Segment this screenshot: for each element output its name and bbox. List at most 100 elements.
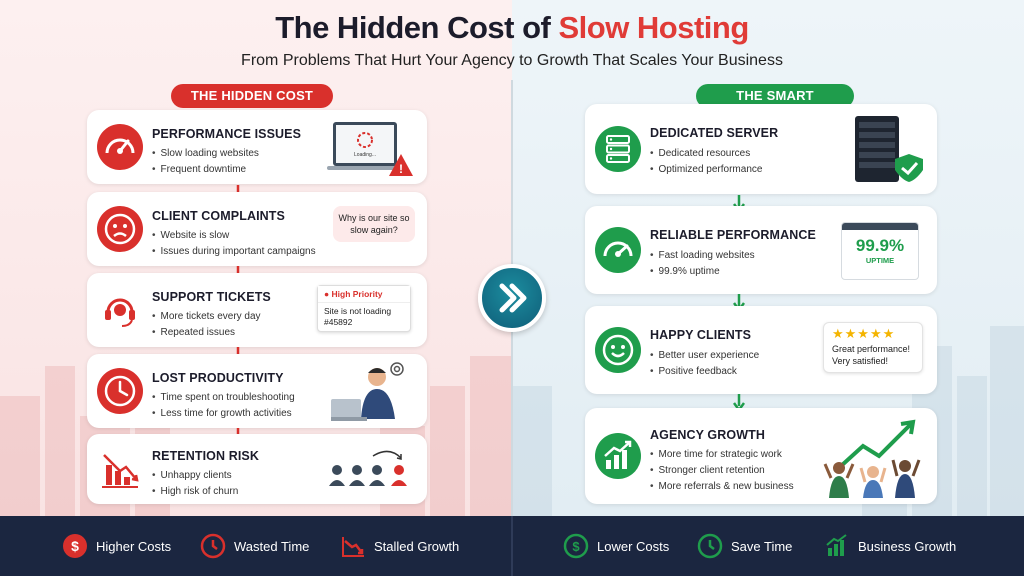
footer-save-time: Save Time: [697, 516, 792, 576]
celebrating-team-illustration: [823, 419, 921, 498]
sad-face-icon: [97, 206, 143, 252]
footer-label: Higher Costs: [96, 538, 172, 554]
card-bullets: Unhappy clients High risk of churn: [152, 468, 239, 500]
bullet: Positive feedback: [650, 364, 759, 380]
page-title-accent: Slow Hosting: [558, 10, 749, 45]
svg-text:$: $: [572, 539, 580, 554]
card-agency-growth: AGENCY GROWTH More time for strategic wo…: [585, 408, 937, 504]
bullet: More referrals & new business: [650, 479, 794, 495]
transition-button: [478, 264, 546, 332]
bullet: Frequent downtime: [152, 162, 259, 178]
footer-label: Save Time: [731, 538, 793, 554]
card-support-tickets: SUPPORT TICKETS More tickets every day R…: [87, 273, 427, 347]
card-bullets: Time spent on troubleshooting Less time …: [152, 390, 295, 422]
card-title: RETENTION RISK: [152, 449, 259, 463]
card-title: AGENCY GROWTH: [650, 428, 765, 442]
bullet: Time spent on troubleshooting: [152, 390, 295, 406]
ticket-line: Site is not loading: [324, 306, 392, 316]
card-performance-issues: PERFORMANCE ISSUES Slow loading websites…: [87, 110, 427, 184]
bullet: Better user experience: [650, 348, 760, 364]
bullet: More time for strategic work: [650, 447, 794, 463]
card-dedicated-server: DEDICATED SERVER Dedicated resources Opt…: [585, 104, 937, 194]
footer-stalled-growth: Stalled Growth: [340, 516, 459, 576]
footer-label: Stalled Growth: [374, 538, 460, 554]
card-bullets: More time for strategic work Stronger cl…: [650, 447, 794, 495]
laptop-loading-icon: Loading... !: [327, 122, 413, 176]
footer-business-growth: Business Growth: [824, 516, 956, 576]
card-bullets: Better user experience Positive feedback: [650, 348, 760, 380]
bullet: Issues during important campaigns: [152, 244, 316, 260]
ticket-number: #45892: [324, 317, 353, 327]
card-bullets: More tickets every day Repeated issues: [152, 309, 261, 341]
card-title: SUPPORT TICKETS: [152, 290, 271, 304]
server-icon: [595, 126, 641, 172]
page-subtitle: From Problems That Hurt Your Agency to G…: [241, 52, 783, 69]
clock-icon: [697, 533, 723, 559]
card-reliable-performance: RELIABLE PERFORMANCE Fast loading websit…: [585, 206, 937, 294]
clock-icon: [97, 368, 143, 414]
ticket-priority: ● High Priority: [318, 286, 410, 303]
card-title: PERFORMANCE ISSUES: [152, 127, 302, 141]
card-bullets: Fast loading websites 99.9% uptime: [650, 248, 755, 280]
bullet: Stronger client retention: [650, 463, 794, 479]
declining-chart-icon: [342, 537, 364, 557]
complaint-bubble: Why is our site so slow again?: [333, 206, 415, 242]
card-title: LOST PRODUCTIVITY: [152, 371, 284, 385]
card-client-complaints: CLIENT COMPLAINTS Website is slow Issues…: [87, 192, 427, 266]
stressed-worker-illustration: [331, 362, 404, 421]
svg-text:!: !: [399, 162, 403, 176]
speedometer-slow-icon: [97, 124, 143, 170]
hidden-cost-pill: THE HIDDEN COST: [171, 84, 333, 108]
footer-wasted-time: Wasted Time: [200, 516, 309, 576]
card-title: DEDICATED SERVER: [650, 126, 779, 140]
bullet: Fast loading websites: [650, 248, 755, 264]
footer-higher-costs: $ Higher Costs: [62, 516, 171, 576]
card-happy-clients: HAPPY CLIENTS Better user experience Pos…: [585, 306, 937, 394]
five-stars-icon: ★★★★★: [832, 326, 896, 341]
footer-bar: $ Higher Costs Wasted Time Stalled Growt…: [0, 516, 1024, 576]
double-chevron-right-icon: [499, 283, 527, 313]
bullet: Unhappy clients: [152, 468, 238, 484]
growth-chart-icon: [595, 433, 641, 479]
server-rack-shield-illustration: [855, 116, 923, 182]
headset-icon: [97, 287, 143, 333]
clock-icon: [200, 533, 226, 559]
svg-text:$: $: [71, 538, 79, 554]
bullet: 99.9% uptime: [650, 264, 755, 280]
review-line: Very satisfied!: [832, 356, 889, 366]
dollar-icon: $: [63, 534, 87, 558]
bullet: More tickets every day: [152, 309, 261, 325]
card-lost-productivity: LOST PRODUCTIVITY Time spent on troubles…: [87, 354, 427, 428]
uptime-widget: 99.9% UPTIME: [841, 222, 919, 280]
bullet: Dedicated resources: [650, 146, 762, 162]
growth-chart-icon: [826, 534, 847, 556]
bullet: Repeated issues: [152, 325, 261, 341]
support-ticket-card: ● High Priority Site is not loading #458…: [317, 285, 411, 332]
svg-text:Loading...: Loading...: [354, 152, 376, 158]
bullet: Slow loading websites: [152, 146, 259, 162]
happy-face-icon: [595, 327, 641, 373]
review-card: ★★★★★ Great performance! Very satisfied!: [823, 322, 923, 373]
declining-chart-icon: [102, 454, 139, 488]
bullet: Less time for growth activities: [152, 406, 295, 422]
footer-lower-costs: $ Lower Costs: [563, 516, 669, 576]
card-bullets: Dedicated resources Optimized performanc…: [650, 146, 763, 178]
uptime-label: UPTIME: [865, 256, 895, 265]
bullet: Optimized performance: [650, 162, 763, 178]
card-bullets: Slow loading websites Frequent downtime: [152, 146, 259, 178]
bullet: Website is slow: [152, 228, 316, 244]
card-bullets: Website is slow Issues during important …: [152, 228, 316, 260]
review-line: Great performance!: [832, 344, 911, 354]
uptime-value: 99.9%: [855, 236, 905, 255]
page-title: The Hidden Cost of Slow Hosting: [275, 10, 749, 45]
card-title: HAPPY CLIENTS: [650, 328, 752, 342]
footer-label: Wasted Time: [234, 538, 310, 554]
speedometer-fast-icon: [595, 227, 641, 273]
dollar-icon: $: [563, 533, 589, 559]
card-retention-risk: RETENTION RISK Unhappy clients High risk…: [87, 434, 427, 504]
leaving-clients-icon: [329, 450, 407, 486]
footer-label: Lower Costs: [597, 538, 670, 554]
bullet: High risk of churn: [152, 484, 239, 500]
card-title: CLIENT COMPLAINTS: [152, 209, 285, 223]
footer-label: Business Growth: [858, 538, 957, 554]
